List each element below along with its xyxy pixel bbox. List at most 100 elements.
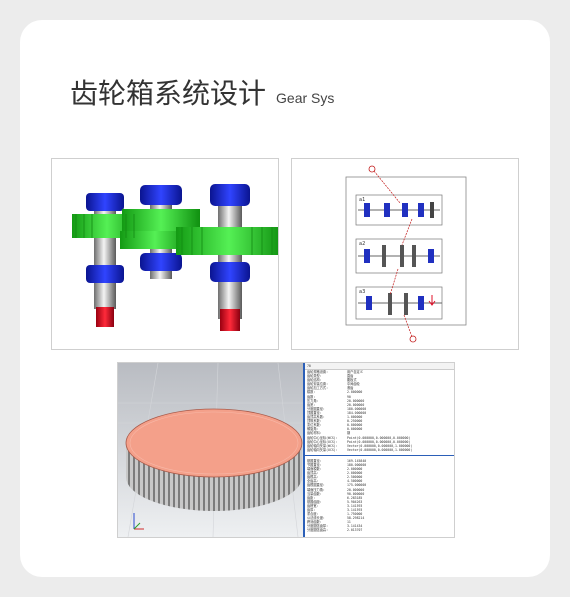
property-value: 5.904263: [347, 499, 363, 504]
property-row: 齿距:6.283185: [305, 495, 454, 500]
property-key: 模数:: [307, 390, 316, 395]
property-value: 3.141593: [347, 508, 363, 512]
property-key: 基圆直径:: [307, 458, 322, 463]
property-row: 齿根圆直径:175.000000: [305, 483, 454, 488]
property-value: 钢: [347, 431, 351, 436]
property-key: 全齿高:: [307, 479, 319, 484]
property-row: 齿宽: 20.000000: [305, 402, 454, 407]
property-row: 齿轮材料: 钢: [305, 431, 454, 436]
property-key: 跨测齿数:: [307, 520, 322, 525]
property-row: 齿轮轴向矢量(UCS):Vector(0.000000,0.000000,1.0…: [305, 447, 454, 452]
property-value: 11: [347, 520, 351, 525]
property-row: 齿顶高系数:1.000000: [305, 415, 454, 420]
property-value: Point(0.000000,0.000000,0.000000): [347, 439, 411, 444]
property-key: 齿轮轴向矢量(WCS):: [307, 443, 338, 448]
property-value: 0.000000: [347, 427, 363, 432]
property-value: 20.000000: [347, 402, 365, 407]
property-row: 齿轮轴向矢量(WCS): Vector(0.000000,0.000000,1.0…: [305, 443, 454, 448]
stage-2-label: a2: [359, 241, 365, 247]
property-key: 重合度:: [307, 512, 319, 517]
property-value: 直齿: [347, 374, 354, 379]
property-value: 2.000000: [347, 390, 363, 395]
property-row: 分度圆弦齿厚:3.141434: [305, 524, 454, 528]
property-key: 螺旋角:: [307, 427, 319, 432]
gearbox-schematic-view: a1 a2 a3: [291, 158, 519, 350]
property-key: 齿距:: [307, 495, 316, 500]
axis-triad-icon: [133, 513, 144, 530]
property-row: 齿轮中心坐标(WCS): Point(0.000000,0.000000,0.00…: [305, 435, 454, 440]
spur-gear-view: 70 齿轮规格设置:用户自定义齿轮类型:直齿齿轮结构:腹板式齿轮安装位置:中间齿…: [117, 362, 455, 538]
property-value: 58.298214: [347, 516, 365, 521]
property-key: 公法线长度:: [307, 516, 325, 521]
property-value: Vector(0.000000,0.000000,1.000000): [347, 443, 413, 448]
title-chinese: 齿轮箱系统设计: [70, 77, 267, 110]
property-value: 90: [347, 394, 351, 399]
property-value: 0.250000: [347, 419, 363, 424]
property-key: 齿轮规格设置:: [307, 370, 329, 374]
middle-bearing-bottom: [140, 253, 182, 271]
property-key: 齿根高:: [307, 475, 319, 480]
property-row: 节圆直径: 180.000000: [305, 462, 454, 467]
gear-shaft-3d-view: [51, 158, 279, 350]
property-key: 齿顶高系数:: [307, 415, 325, 420]
property-row: 分度圆直径: 180.000000: [305, 406, 454, 411]
middle-gear-lower: [120, 231, 190, 249]
stage-1-label: a1: [359, 197, 365, 203]
property-key: 端面压力角:: [307, 487, 325, 492]
property-key: 齿顶高:: [307, 471, 319, 476]
property-value: 用户自定义: [347, 370, 363, 374]
property-key: 顶圆直径:: [307, 410, 322, 415]
middle-gear-upper: [122, 209, 200, 231]
property-value: Point(0.000000,0.000000,0.000000): [347, 435, 411, 440]
property-row: 齿轮类型:直齿: [305, 374, 454, 379]
property-key: 分度圆直径:: [307, 406, 325, 411]
property-key: 齿宽:: [307, 402, 316, 407]
property-row: 跨测齿数: 11: [305, 520, 454, 525]
property-value: 2.000000: [347, 471, 363, 476]
property-key: 顶隙系数:: [307, 419, 322, 424]
property-value: 184.000000: [347, 410, 367, 415]
right-gear: [176, 227, 278, 255]
property-key: 节圆直径:: [307, 462, 322, 467]
properties-header: 70: [305, 363, 454, 370]
property-key: 分度圆弦齿高:: [307, 528, 329, 533]
property-key: 齿轮安装位置:: [307, 382, 329, 387]
property-row: 变位系数:0.000000: [305, 423, 454, 427]
property-key: 齿轮加工方式:: [307, 386, 329, 391]
property-value: 180.000000: [347, 462, 367, 467]
property-value: 90.000000: [347, 491, 365, 496]
property-row: 重合度:1.750000: [305, 512, 454, 517]
middle-bearing-top: [140, 185, 182, 205]
property-key: 齿轮材料:: [307, 431, 322, 436]
property-key: 齿轮中心坐标(WCS):: [307, 435, 338, 440]
property-row: 齿轮结构:腹板式: [305, 378, 454, 382]
property-value: 2.500000: [347, 475, 363, 480]
property-key: 压力角:: [307, 398, 319, 403]
right-shaft-end: [220, 309, 240, 331]
right-bearing-top: [210, 184, 250, 206]
property-row: 顶隙系数: 0.250000: [305, 419, 454, 424]
property-key: 端面模数:: [307, 467, 322, 472]
property-value: 20.000000: [347, 398, 365, 403]
property-value: 3.141593: [347, 503, 363, 508]
property-value: 175.000000: [347, 483, 367, 488]
property-value: 180.000000: [347, 406, 367, 411]
gear-top-face: [125, 408, 303, 478]
right-bearing-bottom: [210, 262, 250, 282]
property-value: 滚齿: [347, 386, 354, 391]
property-row: 当量齿数:90.000000: [305, 491, 454, 496]
property-row: 基圆齿距: 5.904263: [305, 499, 454, 504]
property-row: 顶圆直径: 184.000000: [305, 410, 454, 415]
property-key: 齿厚:: [307, 508, 316, 512]
property-row: 基圆直径:169.145840: [305, 458, 454, 463]
property-row: 齿槽宽:3.141593: [305, 503, 454, 508]
property-value: 4.500000: [347, 479, 363, 484]
property-key: 基圆齿距:: [307, 499, 322, 504]
property-value: Vector(0.000000,0.000000,1.000000): [347, 447, 413, 452]
property-row: 齿轮中心坐标(UCS):Point(0.000000,0.000000,0.00…: [305, 439, 454, 444]
gear-properties-panel: 70 齿轮规格设置:用户自定义齿轮类型:直齿齿轮结构:腹板式齿轮安装位置:中间齿…: [303, 363, 454, 537]
property-value: 2.000000: [347, 467, 363, 472]
property-row: 齿轮规格设置: 用户自定义: [305, 370, 454, 374]
